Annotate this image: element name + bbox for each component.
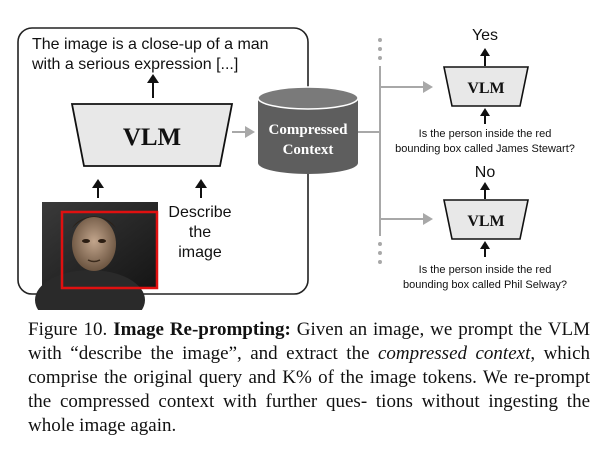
vlm-label-top: VLM (467, 80, 504, 97)
red-bounding-box (60, 210, 159, 290)
answer-top: Yes (472, 27, 498, 44)
dot (378, 242, 382, 246)
arrowhead-image-to-vlm (92, 179, 104, 188)
vlm-trapezoid-bottom (443, 199, 529, 240)
dot (378, 260, 382, 264)
caption-text5: tions without ingesting the whole image … (28, 391, 591, 436)
caption-text3: , which comprise the original query and … (28, 343, 591, 388)
arrowhead-vlm-to-cylinder (245, 126, 255, 138)
dot (378, 47, 382, 51)
output-text-line1: The image is a close-up of a man (32, 36, 269, 53)
vlm-label-main: VLM (123, 124, 181, 151)
output-text-line2: with a serious expression [...] (31, 56, 238, 73)
prompt-line3: image (178, 244, 222, 261)
caption-text1: Given an image, we prompt (296, 319, 514, 340)
diagram: The image is a close-up of a man with a … (17, 27, 575, 310)
arrowhead-vlm-to-output (147, 74, 159, 83)
caption-text2: the VLM with “describe the image”, and e… (28, 319, 591, 364)
cylinder-label-line2: Context (283, 142, 334, 158)
compressed-context-cylinder (257, 86, 359, 174)
figure-caption: Figure 10. Image Re-prompting: Given an … (28, 318, 590, 438)
prompt-line2: the (189, 224, 211, 241)
caption-title: Image Re-prompting: (113, 319, 291, 340)
question-top-line1: Is the person inside the red (419, 128, 552, 140)
caption-text4: tokens. We re-prompt the compressed cont… (28, 367, 590, 412)
vlm-trapezoid-main (70, 103, 234, 167)
input-photo (35, 202, 159, 310)
caption-emph1: compressed (378, 343, 467, 364)
arrowhead-bottom-vlm-to-answer (480, 182, 490, 190)
arrowhead-prompt-to-vlm (195, 179, 207, 188)
arrowhead-branch-top (423, 81, 433, 93)
caption-emph2: context (475, 343, 531, 364)
vlm-label-bottom: VLM (467, 213, 504, 230)
question-bottom-line1: Is the person inside the red (419, 264, 552, 276)
dot (378, 56, 382, 60)
figure-label: Figure 10. (28, 319, 108, 340)
arrowhead-top-question-to-vlm (480, 108, 490, 116)
vlm-trapezoid-top (443, 66, 529, 107)
dot (378, 251, 382, 255)
question-bottom-line2: bounding box called Phil Selway? (403, 279, 567, 291)
arrowhead-branch-bottom (423, 213, 433, 225)
answer-bottom: No (475, 164, 496, 181)
cylinder-label-line1: Compressed (269, 122, 349, 138)
prompt-line1: Describe (168, 204, 231, 221)
arrowhead-bottom-question-to-vlm (480, 241, 490, 249)
dot (378, 38, 382, 42)
question-top-line2: bounding box called James Stewart? (395, 143, 575, 155)
arrowhead-top-vlm-to-answer (480, 48, 490, 56)
